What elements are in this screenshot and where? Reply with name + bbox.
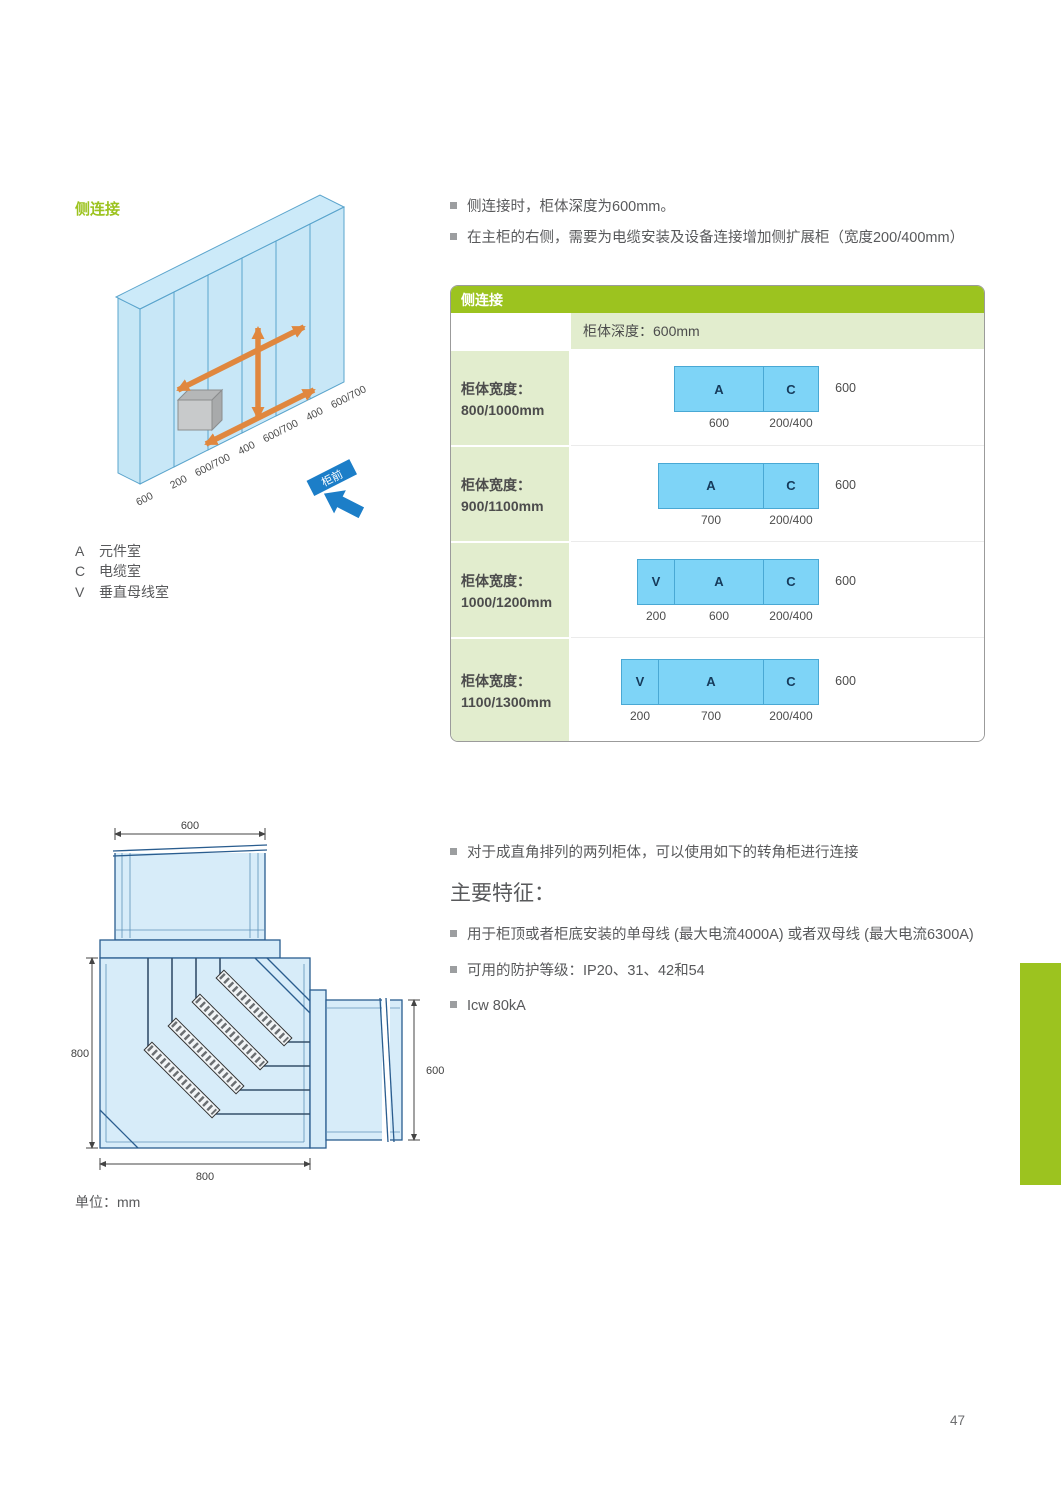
- device-cube: [176, 388, 224, 432]
- features-heading: 主要特征：: [450, 882, 555, 906]
- compartment-legend: A 元件室 C 电缆室 V 垂直母线室: [75, 541, 169, 602]
- bullet-square-icon: [450, 202, 457, 209]
- isometric-cabinet-illustration: 柜前 600 200 600/700 400 600/700 400 600/7…: [100, 192, 435, 532]
- depth-label: 600: [835, 477, 856, 492]
- svg-text:400: 400: [304, 405, 325, 424]
- row-width-label: 柜体宽度：1000/1200mm: [451, 541, 571, 637]
- dimension-annotations: 600 800 800 600: [71, 820, 445, 1183]
- dim-right: 600: [426, 1065, 444, 1077]
- svg-text:600: 600: [134, 490, 155, 509]
- depth-label: 600: [835, 573, 856, 588]
- table-corner-spacer: [451, 313, 571, 349]
- depth-header-cell: 柜体深度：600mm: [571, 313, 984, 349]
- legend-item-c: C 电缆室: [75, 563, 141, 580]
- row-width-label: 柜体宽度：1100/1300mm: [451, 637, 571, 741]
- svg-text:600/700: 600/700: [193, 451, 232, 479]
- isometric-cabinet-svg: 柜前 600 200 600/700 400 600/700 400 600/7…: [114, 194, 368, 519]
- dim-left: 800: [71, 1048, 89, 1060]
- bullet-square-icon: [450, 965, 457, 973]
- svg-text:400: 400: [236, 439, 257, 458]
- table-title-bar: 侧连接: [451, 286, 984, 313]
- bullet-square-icon: [450, 848, 457, 855]
- cabinet-side-face: [117, 297, 141, 485]
- legend-item-a: A 元件室: [75, 543, 141, 559]
- features-list: 用于柜顶或者柜底安装的单母线 (最大电流4000A) 或者双母线 (最大电流63…: [450, 924, 998, 1017]
- feature-icw: Icw 80kA: [450, 995, 998, 1017]
- table-depth-row: 柜体深度：600mm: [451, 313, 984, 349]
- svg-text:600/700: 600/700: [329, 383, 368, 411]
- cabinet-front-arrow: 柜前: [306, 459, 365, 519]
- break-symbols: [112, 844, 395, 1144]
- side-connection-notes: 侧连接时，柜体深度为600mm。 在主柜的右侧，需要为电缆安装及设备连接增加侧扩…: [450, 196, 998, 259]
- section-heading: 侧连接: [75, 201, 121, 218]
- legend-item-v: V 垂直母线室: [75, 583, 169, 600]
- row-width-label: 柜体宽度：900/1100mm: [451, 445, 571, 541]
- busbar-connections: [147, 958, 310, 1115]
- bullet-square-icon: [450, 930, 457, 938]
- row-width-label: 柜体宽度：800/1000mm: [451, 349, 571, 445]
- feature-busbar: 用于柜顶或者柜底安装的单母线 (最大电流4000A) 或者双母线 (最大电流63…: [450, 924, 998, 946]
- corner-chamfer-lines: [99, 957, 311, 1149]
- note-depth: 侧连接时，柜体深度为600mm。: [450, 196, 998, 218]
- bullet-square-icon: [450, 1001, 457, 1009]
- dim-bottom: 800: [196, 1171, 214, 1183]
- dim-top: 600: [181, 820, 199, 832]
- unit-note: 单位：mm: [75, 1194, 141, 1210]
- busbar-route-arrows: [176, 324, 316, 447]
- bullet-square-icon: [450, 233, 457, 241]
- feature-ip-rating: 可用的防护等级：IP20、31、42和54: [450, 960, 998, 982]
- note-extension: 在主柜的右侧，需要为电缆安装及设备连接增加侧扩展柜（宽度200/400mm）: [450, 227, 998, 249]
- chapter-side-tab: [1020, 963, 1061, 1185]
- svg-text:200: 200: [168, 473, 189, 492]
- diagonal-busbars: [143, 969, 293, 1119]
- page-number: 47: [950, 1413, 966, 1428]
- corner-cabinet-drawing: 600 800 800 600: [70, 818, 460, 1190]
- note-corner-connection: 对于成直角排列的两列柜体，可以使用如下的转角柜进行连接: [450, 842, 998, 864]
- depth-label: 600: [835, 673, 856, 688]
- svg-text:600/700: 600/700: [261, 417, 300, 445]
- corner-connection-notes: 对于成直角排列的两列柜体，可以使用如下的转角柜进行连接 主要特征： 用于柜顶或者…: [450, 842, 998, 1031]
- corner-cabinet-svg: 600 800 800 600: [71, 820, 445, 1183]
- depth-label: 600: [835, 381, 856, 395]
